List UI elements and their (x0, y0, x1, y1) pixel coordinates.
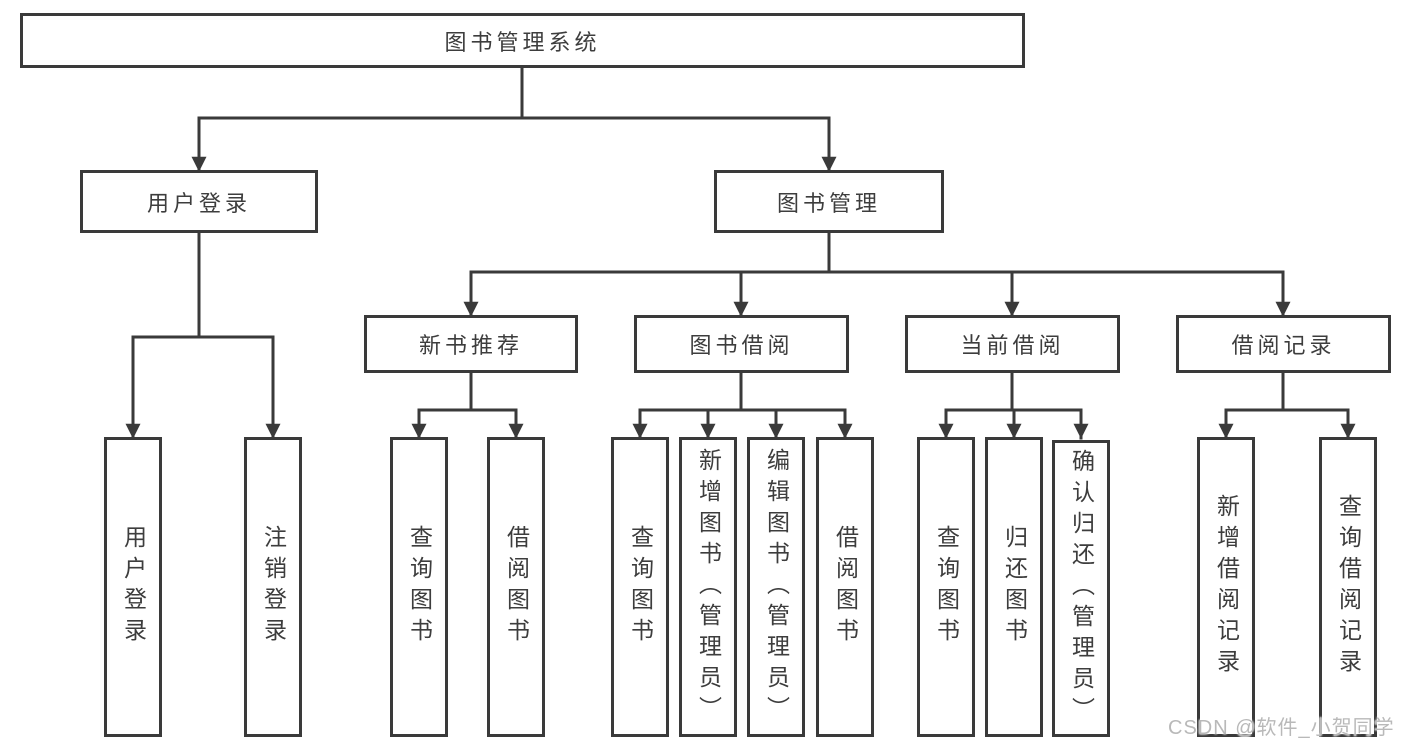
leaf-edit-book-admin: 编辑图书（管理员） (747, 437, 805, 737)
leaf-borrow-books-1: 借阅图书 (487, 437, 545, 737)
leaf-user-login: 用户登录 (104, 437, 162, 737)
connector-new-book-recommend-to-leaves (411, 371, 524, 440)
connector-book-borrow-to-leaves (632, 371, 853, 440)
leaf-add-borrow-record: 新增借阅记录 (1197, 437, 1255, 737)
node-library-system: 图书管理系统 (20, 13, 1025, 68)
connector-borrow-records-to-leaves (1218, 371, 1356, 440)
leaf-add-book-admin: 新增图书（管理员） (679, 437, 737, 737)
leaf-query-borrow-record: 查询借阅记录 (1319, 437, 1377, 737)
node-book-management: 图书管理 (714, 170, 944, 233)
node-current-borrow: 当前借阅 (905, 315, 1120, 373)
connector-current-borrow-to-leaves (938, 371, 1089, 440)
node-borrow-records: 借阅记录 (1176, 315, 1391, 373)
connector-root-to-level2 (191, 66, 837, 173)
leaf-confirm-return-admin: 确认归还（管理员） (1052, 440, 1110, 737)
leaf-query-books-3: 查询图书 (917, 437, 975, 737)
node-user-login: 用户登录 (80, 170, 318, 233)
leaf-query-books-2: 查询图书 (611, 437, 669, 737)
connector-user-login-to-leaves (125, 231, 281, 440)
leaf-logout: 注销登录 (244, 437, 302, 737)
node-book-borrow: 图书借阅 (634, 315, 849, 373)
watermark: CSDN @软件_小贺同学 (1168, 717, 1395, 739)
connector-book-management-to-level3 (463, 231, 1291, 318)
leaf-borrow-books-2: 借阅图书 (816, 437, 874, 737)
node-new-book-recommend: 新书推荐 (364, 315, 578, 373)
leaf-query-books-1: 查询图书 (390, 437, 448, 737)
leaf-return-book: 归还图书 (985, 437, 1043, 737)
